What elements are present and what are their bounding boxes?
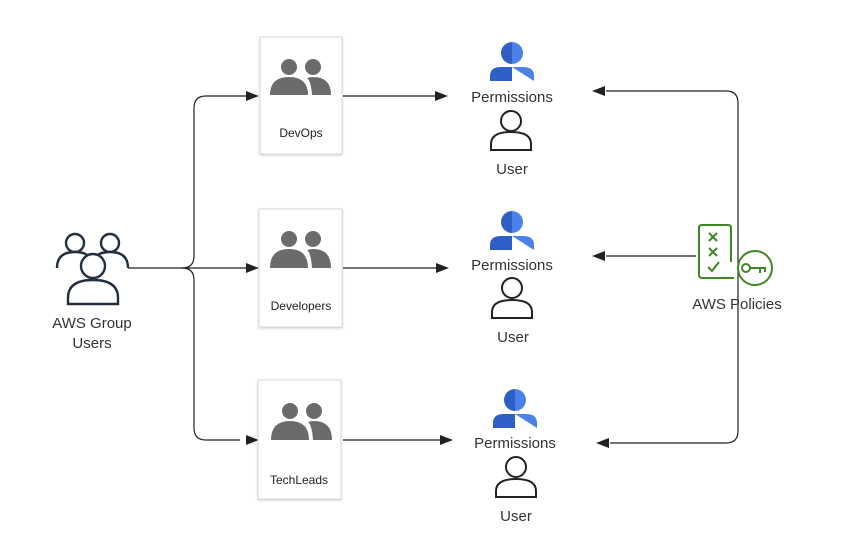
aws-policies-node[interactable]: AWS Policies xyxy=(692,224,782,313)
aws-policies-label: AWS Policies xyxy=(692,296,781,313)
permissions-node-developers[interactable]: Permissions xyxy=(471,211,553,274)
arrowhead-permissions-1 xyxy=(435,91,448,101)
group-icon xyxy=(271,403,332,440)
users-group-icon xyxy=(55,232,130,306)
user-icon xyxy=(490,110,532,151)
arrowhead-permissions-3 xyxy=(440,435,453,445)
user-label: User xyxy=(500,508,532,525)
connector-policies-permissions-bottom xyxy=(610,256,739,444)
aws-group-users-node[interactable]: AWS Group Users xyxy=(52,232,132,352)
permission-user-icon xyxy=(490,211,534,250)
arrowhead-policy-2 xyxy=(592,251,605,261)
group-card-developers[interactable]: Developers xyxy=(258,208,343,328)
connectors xyxy=(128,90,739,444)
permissions-label: Permissions xyxy=(471,89,553,106)
arrowheads xyxy=(246,86,609,448)
connector-source-devops xyxy=(181,95,250,269)
permissions-label: Permissions xyxy=(471,257,553,274)
user-node-devops[interactable]: User xyxy=(490,110,532,178)
arrowhead-techleads xyxy=(246,435,259,445)
group-card-label: DevOps xyxy=(279,126,322,140)
user-icon xyxy=(495,456,537,498)
connector-source-techleads xyxy=(181,267,240,441)
permissions-label: Permissions xyxy=(474,435,556,452)
group-card-label: Developers xyxy=(271,299,332,313)
arrowhead-policy-3 xyxy=(596,438,609,448)
user-icon xyxy=(491,277,533,319)
group-card-frame xyxy=(259,36,343,155)
permissions-node-techleads[interactable]: Permissions xyxy=(474,389,556,452)
source-label-line1: AWS Group xyxy=(52,315,131,332)
arrowhead-developers xyxy=(246,263,259,273)
connector-policies-permissions-top xyxy=(606,90,739,256)
source-label-line2: Users xyxy=(72,335,111,352)
group-icon xyxy=(270,231,331,268)
policy-checklist-key-icon xyxy=(698,224,773,286)
arrowhead-permissions-2 xyxy=(436,263,449,273)
arrowhead-policy-1 xyxy=(592,86,605,96)
user-node-techleads[interactable]: User xyxy=(495,456,537,525)
group-card-label: TechLeads xyxy=(270,473,328,487)
user-node-developers[interactable]: User xyxy=(491,277,533,346)
group-card-techleads[interactable]: TechLeads xyxy=(257,379,342,500)
permissions-node-devops[interactable]: Permissions xyxy=(471,42,553,106)
group-card-devops[interactable]: DevOps xyxy=(259,36,343,155)
user-label: User xyxy=(497,329,529,346)
arrowhead-devops xyxy=(246,91,259,101)
permission-user-icon xyxy=(490,42,534,81)
permission-user-icon xyxy=(493,389,537,428)
user-label: User xyxy=(496,161,528,178)
group-icon xyxy=(270,59,331,95)
